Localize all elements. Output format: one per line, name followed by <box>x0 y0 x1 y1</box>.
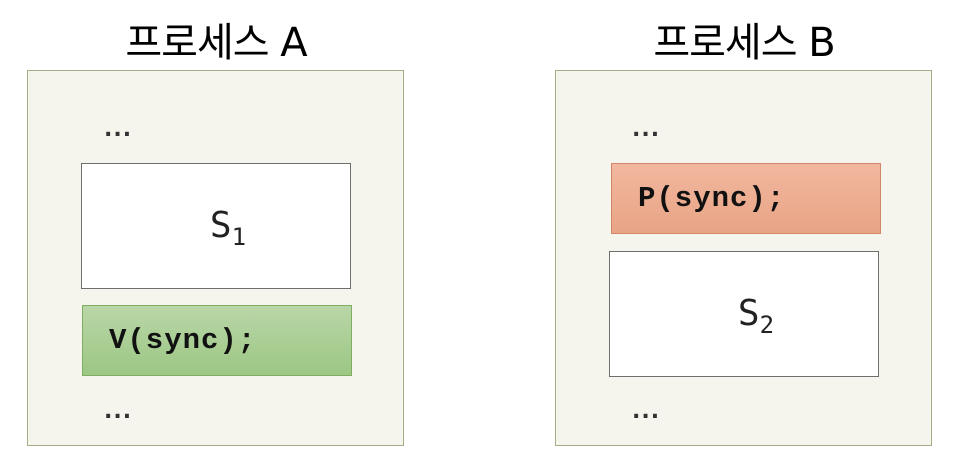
process-b-title: 프로세스 B <box>653 20 835 66</box>
critical-section-s2: S2 <box>609 251 879 377</box>
v-sync-code: V(sync); <box>109 324 257 357</box>
s1-subscript: 1 <box>231 223 247 251</box>
s2-subscript: 2 <box>759 311 775 339</box>
critical-section-s1: S1 <box>81 163 351 289</box>
p-sync-operation: P(sync); <box>611 163 881 234</box>
critical-section-s2-label: S2 <box>738 293 774 339</box>
critical-section-s1-label: S1 <box>210 205 246 251</box>
process-a-panel: ... S1 V(sync); ... <box>27 70 404 446</box>
process-b-panel: ... P(sync); S2 ... <box>555 70 932 446</box>
process-a-top-ellipsis: ... <box>104 117 133 142</box>
process-a-bottom-ellipsis: ... <box>104 399 133 424</box>
s2-letter: S <box>737 293 760 334</box>
process-a-title: 프로세스 A <box>125 20 307 66</box>
process-b-bottom-ellipsis: ... <box>632 399 661 424</box>
process-b-top-ellipsis: ... <box>632 117 661 142</box>
v-sync-operation: V(sync); <box>82 305 352 376</box>
p-sync-code: P(sync); <box>638 182 786 215</box>
s1-letter: S <box>209 205 232 246</box>
